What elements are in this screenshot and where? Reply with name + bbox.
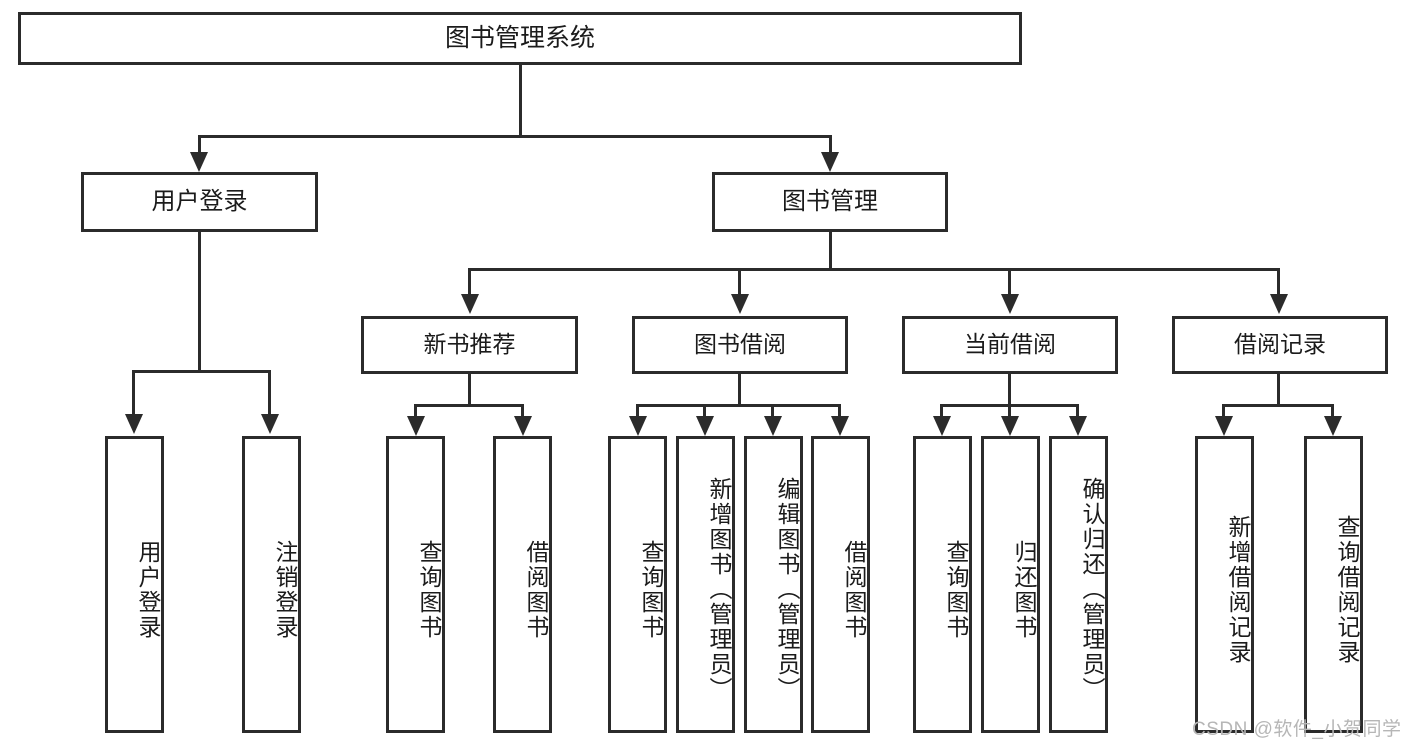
node-label: 查询图书 (416, 539, 442, 640)
node-leaf-add-record[interactable]: 新增借阅记录 (1195, 436, 1254, 733)
node-label: 借阅图书 (523, 539, 549, 640)
node-label: 借阅图书 (841, 539, 867, 640)
node-leaf-query-record[interactable]: 查询借阅记录 (1304, 436, 1363, 733)
arrowhead-leaf-return-book (1001, 416, 1019, 436)
connector-current-borrow-stem (1008, 374, 1011, 406)
arrowhead-leaf-user-login (125, 414, 143, 434)
node-label: 用户登录 (151, 187, 248, 215)
node-label: 查询借阅记录 (1334, 514, 1360, 665)
node-label: 新增借阅记录 (1225, 514, 1251, 665)
connector-drop-leaf-query-book-3 (940, 404, 943, 420)
connector-drop-user-login (198, 135, 201, 155)
connector-user-login-bus (132, 370, 268, 373)
arrowhead-leaf-query-record (1324, 416, 1342, 436)
node-leaf-add-book[interactable]: 新增图书（管理员） (676, 436, 735, 733)
connector-drop-leaf-query-book-1 (414, 404, 417, 420)
connector-borrow-record-bus (1222, 404, 1334, 407)
node-label: 确认归还（管理员） (1079, 477, 1105, 702)
connector-borrow-record-stem (1277, 374, 1280, 406)
node-label: 借阅记录 (1234, 331, 1326, 358)
connector-drop-leaf-add-record (1222, 404, 1225, 420)
arrowhead-leaf-confirm-return (1069, 416, 1087, 436)
node-label: 查询图书 (638, 539, 664, 640)
node-label: 新增图书（管理员） (706, 477, 732, 702)
connector-drop-leaf-return-book (1008, 404, 1011, 420)
connector-new-book-recommend-bus (414, 404, 524, 407)
connector-drop-leaf-query-book-2 (636, 404, 639, 420)
node-leaf-return-book[interactable]: 归还图书 (981, 436, 1040, 733)
connector-root-stem (519, 65, 522, 137)
node-label: 图书管理系统 (444, 23, 595, 52)
connector-new-book-recommend-stem (468, 374, 471, 406)
watermark-credit: CSDN @软件_小贺同学 (1192, 719, 1402, 740)
connector-book-manage-stem (829, 232, 832, 270)
node-leaf-user-login[interactable]: 用户登录 (105, 436, 164, 733)
connector-drop-leaf-query-record (1331, 404, 1334, 420)
arrowhead-book-manage (821, 152, 839, 172)
arrowhead-leaf-user-logout (261, 414, 279, 434)
arrowhead-leaf-add-record (1215, 416, 1233, 436)
node-label: 查询图书 (943, 539, 969, 640)
connector-user-login-stem (198, 232, 201, 372)
arrowhead-leaf-query-book-3 (933, 416, 951, 436)
arrowhead-leaf-borrow-book-1 (514, 416, 532, 436)
node-label: 编辑图书（管理员） (774, 477, 800, 702)
node-leaf-confirm-return[interactable]: 确认归还（管理员） (1049, 436, 1108, 733)
connector-drop-book-manage (829, 135, 832, 155)
arrowhead-leaf-borrow-book-2 (831, 416, 849, 436)
connector-book-borrow-bus (636, 404, 840, 407)
node-user-login[interactable]: 用户登录 (81, 172, 318, 232)
node-label: 图书借阅 (694, 331, 786, 358)
node-label: 用户登录 (135, 539, 161, 640)
node-borrow-record[interactable]: 借阅记录 (1172, 316, 1388, 374)
node-label: 图书管理 (782, 187, 878, 215)
node-label: 新书推荐 (423, 331, 516, 358)
arrowhead-borrow-record (1270, 294, 1288, 314)
connector-drop-current-borrow (1008, 268, 1011, 296)
node-book-borrow[interactable]: 图书借阅 (632, 316, 848, 374)
node-leaf-query-book-3[interactable]: 查询图书 (913, 436, 972, 733)
connector-drop-leaf-user-login (132, 370, 135, 416)
node-label: 注销登录 (272, 539, 298, 640)
connector-drop-leaf-edit-book (771, 404, 774, 420)
node-leaf-user-logout[interactable]: 注销登录 (242, 436, 301, 733)
arrowhead-current-borrow (1001, 294, 1019, 314)
node-leaf-borrow-book-2[interactable]: 借阅图书 (811, 436, 870, 733)
connector-drop-new-book-recommend (468, 268, 471, 296)
node-new-book-recommend[interactable]: 新书推荐 (361, 316, 578, 374)
node-leaf-borrow-book-1[interactable]: 借阅图书 (493, 436, 552, 733)
connector-drop-leaf-confirm-return (1076, 404, 1079, 420)
connector-drop-leaf-user-logout (268, 370, 271, 416)
connector-drop-leaf-borrow-book-2 (838, 404, 841, 420)
node-root-book-management-system[interactable]: 图书管理系统 (18, 12, 1022, 65)
connector-drop-leaf-borrow-book-1 (521, 404, 524, 420)
connector-drop-borrow-record (1277, 268, 1280, 296)
arrowhead-book-borrow (731, 294, 749, 314)
connector-level2-bus (198, 135, 832, 138)
node-current-borrow[interactable]: 当前借阅 (902, 316, 1118, 374)
arrowhead-leaf-query-book-2 (629, 416, 647, 436)
arrowhead-user-login (190, 152, 208, 172)
arrowhead-leaf-add-book (696, 416, 714, 436)
node-leaf-query-book-2[interactable]: 查询图书 (608, 436, 667, 733)
arrowhead-leaf-edit-book (764, 416, 782, 436)
connector-drop-book-borrow (738, 268, 741, 296)
node-leaf-query-book-1[interactable]: 查询图书 (386, 436, 445, 733)
node-label: 当前借阅 (964, 331, 1056, 358)
connector-level3-bus (468, 268, 1280, 271)
node-book-manage[interactable]: 图书管理 (712, 172, 948, 232)
node-leaf-edit-book[interactable]: 编辑图书（管理员） (744, 436, 803, 733)
arrowhead-leaf-query-book-1 (407, 416, 425, 436)
arrowhead-new-book-recommend (461, 294, 479, 314)
connector-drop-leaf-add-book (703, 404, 706, 420)
connector-book-borrow-stem (738, 374, 741, 406)
node-label: 归还图书 (1011, 539, 1037, 640)
